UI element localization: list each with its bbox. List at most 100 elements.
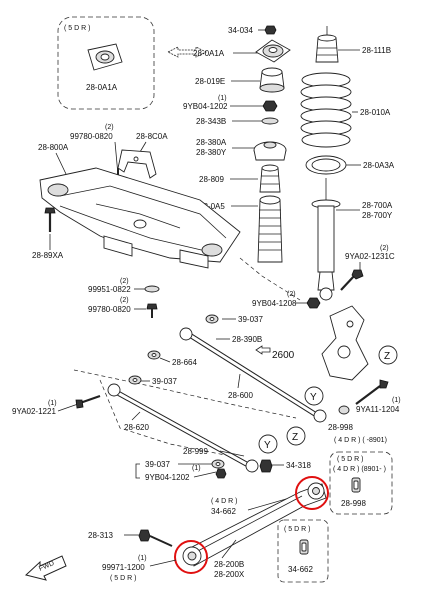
bushing-28664 [147,350,161,360]
mount-plate-5dr [87,43,123,71]
label-99951-0822: 99951-0822 [88,285,131,294]
label-28313: 28-313 [88,531,113,540]
label-5dr-low: ( 5 D R ) [110,575,136,582]
label-1b: (1) [48,400,57,407]
label-4dr-a: ( 4 D R ) [211,498,237,505]
bushing-34662 [299,539,309,555]
knuckle-2600-icon [255,345,271,355]
rear-knuckle-2600 [321,305,369,381]
label-28019e: 28-019E [195,77,225,86]
label-z2: Z [292,432,298,443]
upper-mount-280a1a [255,39,291,63]
label-9ya021221: 9YA02-1221 [12,407,56,416]
label-y2: Y [264,440,271,451]
label-2b: (2) [105,124,114,131]
label-34662b: 34-662 [288,565,313,574]
inset-box-5dr-plate [57,16,155,110]
forward-arrow-icon: FWD [24,555,67,581]
rubber-stop-28111b [315,26,339,63]
label-28380a: 28-380A [196,138,227,147]
bearing-28380a [253,141,287,161]
label-28010a: 28-010A [360,108,391,117]
nut-34034 [264,25,277,35]
dust-boot-280a5 [257,195,283,263]
label-28620: 28-620 [124,423,149,432]
bolt-2889xa [44,207,56,232]
label-39037b: 39-037 [152,377,177,386]
washer-28343b [261,117,279,125]
label-28200x: 28-200X [214,570,245,579]
label-4dr8901b: ( 4 D R ) (8901- ) [333,466,386,473]
label-28380y: 28-380Y [196,148,227,157]
label-34662a: 34-662 [211,507,236,516]
label-34034: 34-034 [228,26,253,35]
label-39037a: 39-037 [238,315,263,324]
marker-z-1 [378,345,398,365]
bushing-39037c [211,459,225,469]
shock-absorber-28700a [311,178,341,301]
label-z1: Z [384,351,390,362]
bushing-28019e [259,67,285,93]
bolt-28313 [138,529,173,547]
label-28390b: 28-390B [232,335,262,344]
label-5dr-box2: ( 5 D R ) [284,526,310,533]
label-99780-0820b: 99780-0820 [88,305,131,314]
label-2889xa: 28-89XA [32,251,64,260]
label-28700y: 28-700Y [362,211,393,220]
marker-z-2 [286,426,306,446]
washer-99951 [144,285,160,293]
highlight-circle-front-bushing [174,540,208,574]
label-280a1a: 28-0A1A [193,49,225,58]
trailing-arm-28200b [182,482,327,567]
label-9ya111204: 9YA11-1204 [356,405,400,414]
crossmember-28800a [39,167,241,269]
label-280a1a-box: 28-0A1A [86,83,118,92]
label-9yb041202a: 9YB04-1202 [183,102,228,111]
nut-9yb041208 [306,297,321,309]
spring-seat-280a3a [305,155,347,175]
label-28999: 28-999 [183,447,208,456]
label-28998a: 28-998 [328,423,353,432]
label-9ya021231c: 9YA02-1231C [345,252,395,261]
swap-arrow-icon [167,46,207,58]
washer-right [338,405,350,415]
label-28200b: 28-200B [214,560,244,569]
label-28809: 28-809 [199,175,224,184]
label-280a3a: 28-0A3A [363,161,395,170]
bushing-28998 [351,477,361,493]
label-39037c: 39-037 [145,460,170,469]
bolt-9ya021231c [340,269,364,291]
bolt-9ya021221 [75,394,101,409]
label-1d: (1) [192,465,201,472]
label-2c: (2) [380,245,389,252]
label-1a: (1) [218,95,227,102]
label-2d: (2) [120,278,129,285]
nut-34318 [259,459,273,473]
bolt-99780-0820-bottom [146,303,158,318]
highlight-circle-rear-bushing [295,476,329,510]
coil-spring-28010a [300,72,352,148]
inset-box-28998 [329,451,393,515]
label-1e: (1) [138,555,147,562]
label-288c0a: 28-8C0A [136,132,168,141]
inset-box-34662 [277,519,329,583]
bushing-39037a [205,314,219,324]
label-y1: Y [310,392,317,403]
label-2e: (2) [120,297,129,304]
label-28600: 28-600 [228,391,253,400]
label-99780-0820a: 99780-0820 [70,132,113,141]
label-9yb041202b: 9YB04-1202 [145,473,190,482]
bushing-39037b [128,375,142,385]
label-280a5: 28-0A5 [199,202,225,211]
label-99971-1200: 99971-1200 [102,563,145,572]
bracket-288c0a [117,149,157,179]
nut-9yb041202b [215,468,227,479]
label-28343b: 28-343B [196,117,226,126]
label-2600: 2600 [272,350,295,361]
label-28111b: 28-111B [362,46,391,55]
marker-y-2 [258,434,278,454]
label-5dr-r: ( 5 D R ) [337,456,363,463]
label-1c: (1) [392,397,401,404]
label-34318: 34-318 [286,461,311,470]
